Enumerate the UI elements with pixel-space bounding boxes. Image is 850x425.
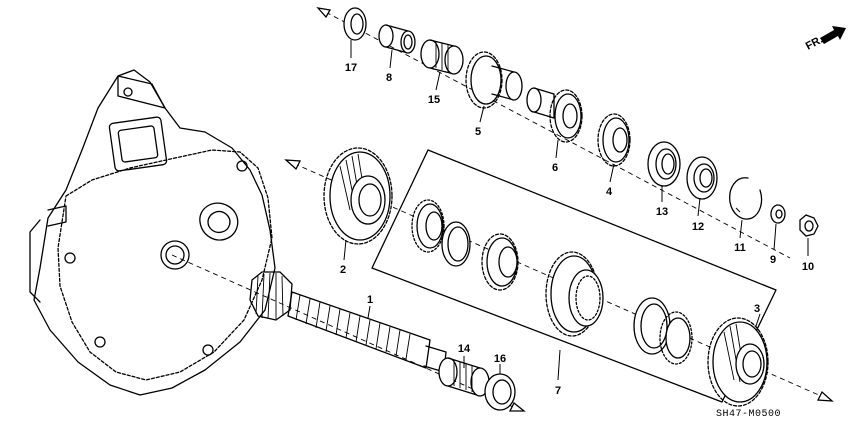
part-ref-8: 8 <box>386 72 392 84</box>
transmission-housing <box>29 69 276 396</box>
ball-bearing <box>686 156 718 200</box>
part-ref-11: 11 <box>734 242 746 254</box>
part-ref-13: 13 <box>656 206 668 218</box>
part-ref-9: 9 <box>770 254 776 266</box>
snap-ring <box>729 177 763 220</box>
washer <box>770 204 786 224</box>
part-ref-12: 12 <box>692 221 704 233</box>
needle-bearing <box>438 357 490 397</box>
direction-label: FR. <box>804 34 825 53</box>
front-direction-arrow-icon <box>820 26 846 44</box>
synchro-assembly <box>411 199 693 365</box>
needle-bearing <box>420 39 464 75</box>
drawing-code: SH47-M0500 <box>716 409 781 420</box>
part-ref-10: 10 <box>802 261 814 273</box>
callout-leader-lines <box>343 40 809 381</box>
part-ref-1: 1 <box>367 294 373 306</box>
gear <box>707 317 769 407</box>
part-ref-2: 2 <box>340 264 346 276</box>
bushing <box>378 24 416 54</box>
part-ref-14: 14 <box>458 343 471 355</box>
part-ref-4: 4 <box>606 186 613 198</box>
part-ref-7: 7 <box>555 385 561 397</box>
part-ref-6: 6 <box>552 162 558 174</box>
mainshaft <box>249 271 447 373</box>
ball-bearing <box>647 141 681 187</box>
oil-seal <box>343 7 367 41</box>
part-ref-5: 5 <box>475 126 481 138</box>
collar-ring <box>484 373 516 411</box>
gear <box>465 51 523 109</box>
gear <box>323 147 393 245</box>
gear <box>597 113 631 167</box>
part-ref-15: 15 <box>428 94 440 106</box>
synchro-assembly-frame <box>371 149 777 403</box>
part-ref-17: 17 <box>345 62 357 74</box>
part-ref-16: 16 <box>494 353 506 365</box>
gear <box>526 87 583 143</box>
part-ref-3: 3 <box>754 303 760 315</box>
nut <box>799 214 819 237</box>
